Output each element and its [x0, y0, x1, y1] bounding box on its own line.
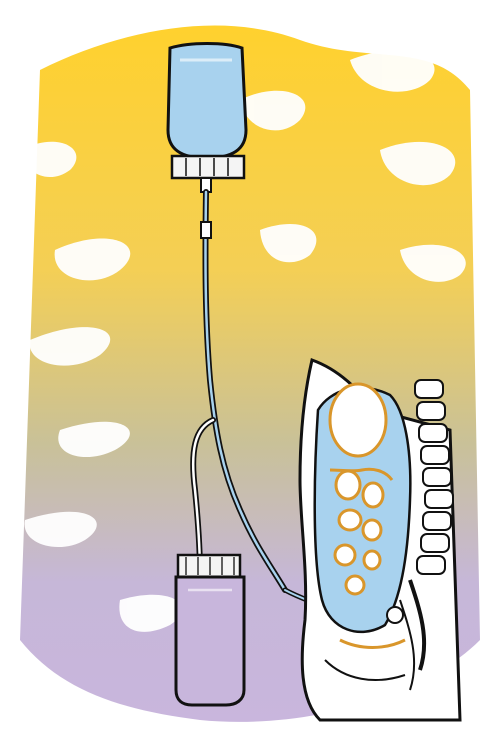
lower-drainage-bag: [176, 555, 244, 705]
abdomen-cross-section: [300, 360, 460, 720]
upper-fluid-bag: [168, 44, 246, 193]
